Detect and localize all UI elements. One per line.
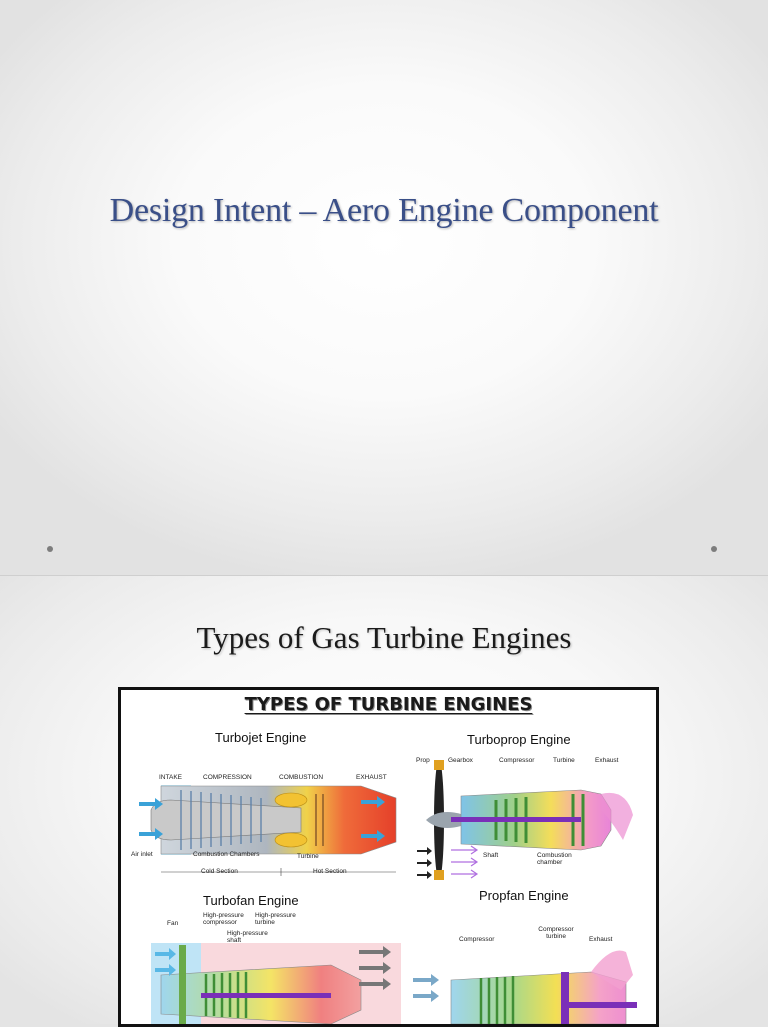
turboprop-spinner: [426, 812, 461, 828]
turbofan-label-hp-compressor: High-pressure compressor: [203, 912, 244, 926]
turbojet-label-exhaust: EXHAUST: [356, 774, 387, 781]
turbojet-label-hot-section: Hot Section: [313, 868, 347, 875]
turbojet-label-air-inlet: Air inlet: [131, 851, 153, 858]
slide-1-title: Design Intent – Aero Engine Component: [109, 192, 659, 229]
turbofan-label-hp-shaft: High-pressure shaft: [227, 930, 268, 944]
slide-1-right-bullet-dot: [711, 546, 717, 552]
turboprop-label-turbine: Turbine: [553, 757, 575, 764]
propfan-shaft: [569, 1002, 637, 1008]
turboprop-prop-tip-bottom: [434, 870, 444, 880]
turboprop-diagram: [417, 760, 633, 880]
turbofan-label-fan: Fan: [167, 920, 179, 927]
turboprop-label-exhaust: Exhaust: [595, 757, 619, 764]
turbofan-title: Turbofan Engine: [203, 893, 299, 908]
turbine-engines-figure: TYPES OF TURBINE ENGINES Turbojet Engine…: [118, 687, 659, 1027]
turbojet-combustion-chambers: [274, 792, 308, 848]
turbojet-label-combustion-chambers: Combustion Chambers: [193, 851, 260, 858]
turbofan-shaft: [201, 993, 331, 998]
turboprop-label-gearbox: Gearbox: [448, 757, 473, 764]
turbojet-title: Turbojet Engine: [215, 730, 307, 745]
turboprop-label-prop: Prop: [416, 757, 430, 764]
turboprop-prop-tip-top: [434, 760, 444, 770]
turboprop-exhaust-duct: [601, 792, 633, 840]
turboprop-title: Turboprop Engine: [467, 732, 571, 747]
turbojet-label-compression: COMPRESSION: [203, 774, 252, 781]
propfan-diagram: [413, 950, 637, 1024]
propfan-inlet-arrows: [413, 974, 439, 1002]
propfan-compressor-turbine: [561, 972, 569, 1024]
turbofan-exhaust-arrows: [359, 946, 391, 990]
turbojet-label-intake: INTAKE: [159, 774, 182, 781]
propfan-label-exhaust: Exhaust: [589, 936, 613, 943]
turbofan-inlet-arrows: [155, 948, 176, 976]
slide-1-left-bullet-dot: [47, 546, 53, 552]
propfan-exhaust: [591, 950, 633, 990]
turbofan-label-hp-turbine: High-pressure turbine: [255, 912, 296, 926]
turboprop-airflow-arrows: [451, 845, 479, 879]
turbojet-airflow-arrows: [139, 796, 385, 842]
propfan-title: Propfan Engine: [479, 888, 569, 903]
figure-heading: TYPES OF TURBINE ENGINES: [244, 694, 533, 715]
turboprop-label-compressor: Compressor: [499, 757, 535, 764]
turboprop-shaft: [451, 817, 581, 822]
propfan-casing: [450, 971, 627, 1024]
turbojet-compressor-blades: [180, 790, 262, 850]
turbojet-diagram: [139, 785, 397, 876]
turbojet-turbine-blades: [315, 794, 324, 846]
slide-1: Design Intent – Aero Engine Component: [0, 0, 768, 575]
turboprop-label-combustion-chamber: Combustion chamber: [537, 852, 572, 866]
turbofan-diagram: [151, 943, 401, 1024]
propfan-label-compressor-turbine: Compressor turbine: [538, 926, 574, 940]
slide-2-title: Types of Gas Turbine Engines: [196, 620, 572, 655]
propfan-label-compressor: Compressor: [459, 936, 495, 943]
turbofan-fan-blade: [179, 945, 186, 1024]
turbojet-label-turbine: Turbine: [297, 853, 319, 860]
slide-divider: [0, 575, 768, 576]
turboprop-label-shaft: Shaft: [483, 852, 499, 859]
propfan-compressor-blades: [479, 976, 515, 1024]
turbojet-label-combustion: COMBUSTION: [279, 774, 324, 781]
turbojet-label-cold-section: Cold Section: [201, 868, 238, 875]
turbine-engines-illustration: [139, 760, 637, 1024]
turboprop-inlet-arrows: [417, 847, 432, 879]
